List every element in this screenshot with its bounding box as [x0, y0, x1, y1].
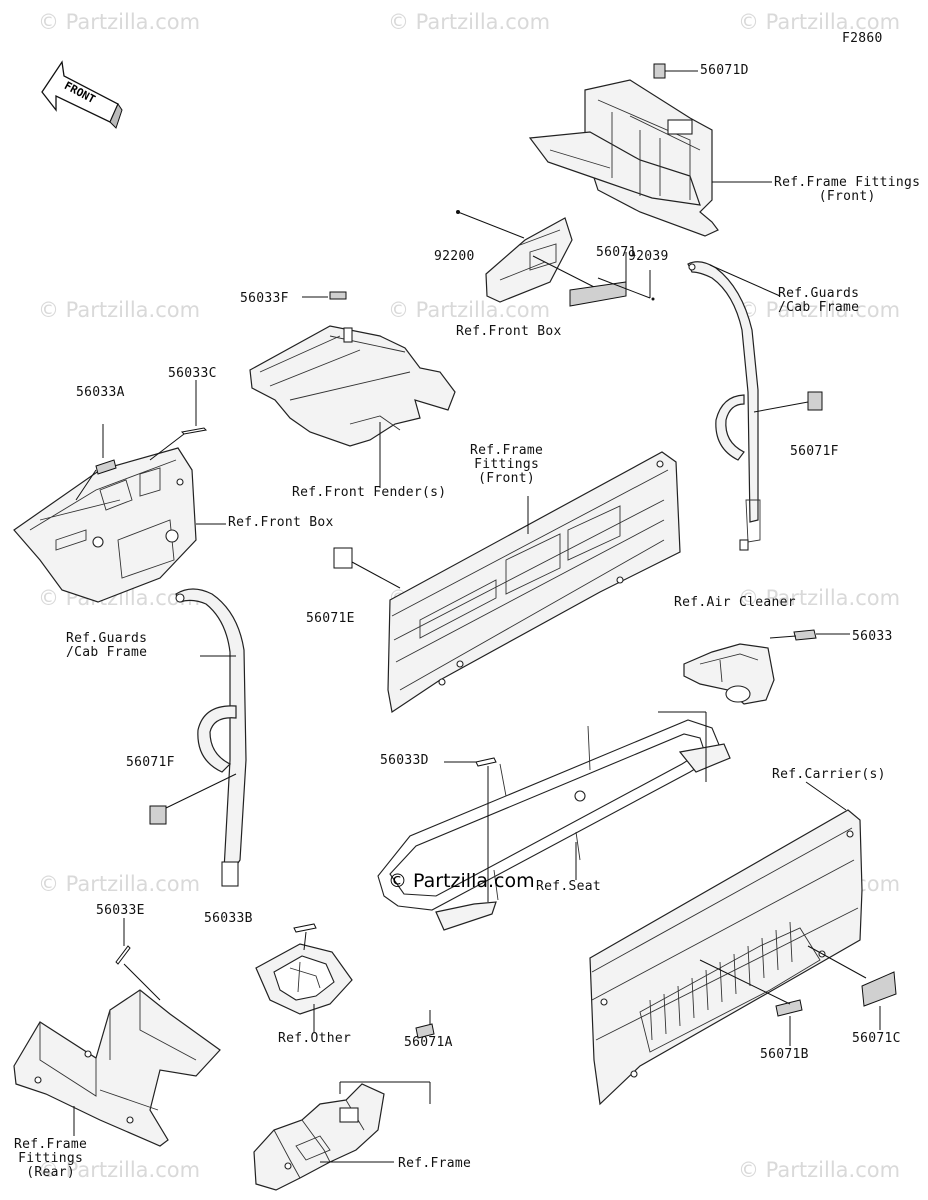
- ref-guards-cab-frame-right: Ref.Guards /Cab Frame: [778, 286, 860, 315]
- air-cleaner-part: [683, 643, 775, 705]
- part-label-56033[interactable]: 56033: [852, 629, 893, 644]
- part-label-56033f[interactable]: 56033F: [240, 291, 289, 306]
- part-label-56033a[interactable]: 56033A: [76, 385, 125, 400]
- decal-56071a: [415, 1023, 435, 1039]
- watermark: © Partzilla.com: [38, 1158, 201, 1182]
- part-label-92039[interactable]: 92039: [628, 249, 669, 264]
- ref-other: Ref.Other: [278, 1031, 352, 1046]
- part-label-56071e[interactable]: 56071E: [306, 611, 355, 626]
- part-label-92200[interactable]: 92200: [434, 249, 475, 264]
- ref-carriers: Ref.Carrier(s): [772, 767, 886, 782]
- decal-56033e: [115, 945, 131, 965]
- ref-front-box-top: Ref.Front Box: [456, 324, 562, 339]
- guards-cab-frame-right: [687, 261, 761, 551]
- center-rear-panel: [387, 451, 681, 714]
- part-label-56071[interactable]: 56071: [596, 245, 637, 260]
- watermark: © Partzilla.com: [388, 10, 551, 34]
- seat-frame-part: [377, 719, 731, 931]
- decal-56033c: [180, 427, 208, 435]
- watermark: © Partzilla.com: [738, 298, 901, 322]
- frame-fittings-rear: [13, 989, 221, 1147]
- decal-56071b: [775, 999, 803, 1017]
- decal-56033f: [329, 291, 347, 300]
- decal-56071f-left: [149, 805, 167, 825]
- part-label-56033b[interactable]: 56033B: [204, 911, 253, 926]
- ref-air-cleaner: Ref.Air Cleaner: [674, 595, 796, 610]
- decal-56071f-right: [807, 391, 823, 411]
- carrier-panel-part: [589, 809, 863, 1106]
- guards-cab-frame-left: [175, 588, 247, 887]
- ref-guards-cab-frame-left: Ref.Guards /Cab Frame: [66, 631, 148, 660]
- front-arrow-icon: [41, 60, 123, 129]
- front-box-top-part: [485, 217, 573, 303]
- watermark: © Partzilla.com: [38, 872, 201, 896]
- ref-frame: Ref.Frame: [398, 1156, 472, 1171]
- ref-seat: Ref.Seat: [536, 879, 602, 894]
- part-label-56033c[interactable]: 56033C: [168, 366, 217, 381]
- part-label-56071b[interactable]: 56071B: [760, 1047, 809, 1062]
- decal-56033d: [475, 757, 497, 767]
- decal-56033: [793, 629, 817, 641]
- dashboard-front-box: [13, 447, 197, 603]
- center-watermark: © Partzilla.com: [388, 870, 535, 892]
- part-label-56033d[interactable]: 56033D: [380, 753, 429, 768]
- part-label-56071f-right[interactable]: 56071F: [790, 444, 839, 459]
- ref-front-fenders: Ref.Front Fender(s): [292, 485, 447, 500]
- front-fender-part: [249, 325, 456, 447]
- decal-56071e: [333, 547, 353, 569]
- part-label-56071a[interactable]: 56071A: [404, 1035, 453, 1050]
- decal-56071: [569, 281, 627, 307]
- decal-56071d: [653, 63, 666, 79]
- decal-56071c: [861, 971, 897, 1007]
- frame-part: [253, 1083, 385, 1191]
- other-boot-part: [255, 943, 353, 1015]
- part-label-56071c[interactable]: 56071C: [852, 1031, 901, 1046]
- watermark: © Partzilla.com: [38, 10, 201, 34]
- watermark: © Partzilla.com: [38, 298, 201, 322]
- watermark: © Partzilla.com: [738, 586, 901, 610]
- ref-frame-fittings-front-top: Ref.Frame Fittings (Front): [774, 175, 921, 204]
- ref-frame-fittings-front-mid: Ref.Frame Fittings (Front): [470, 443, 544, 486]
- part-label-56033e[interactable]: 56033E: [96, 903, 145, 918]
- frame-fittings-front-top: [528, 79, 719, 237]
- watermark: © Partzilla.com: [738, 10, 901, 34]
- ref-front-box-left: Ref.Front Box: [228, 515, 334, 530]
- watermark: © Partzilla.com: [738, 1158, 901, 1182]
- decal-56033a: [95, 459, 117, 475]
- ref-frame-fittings-rear: Ref.Frame Fittings (Rear): [14, 1137, 88, 1180]
- figure-code: F2860: [842, 31, 883, 46]
- decal-56033b: [293, 923, 317, 933]
- watermark: © Partzilla.com: [388, 298, 551, 322]
- part-label-56071d[interactable]: 56071D: [700, 63, 749, 78]
- part-label-56071f-left[interactable]: 56071F: [126, 755, 175, 770]
